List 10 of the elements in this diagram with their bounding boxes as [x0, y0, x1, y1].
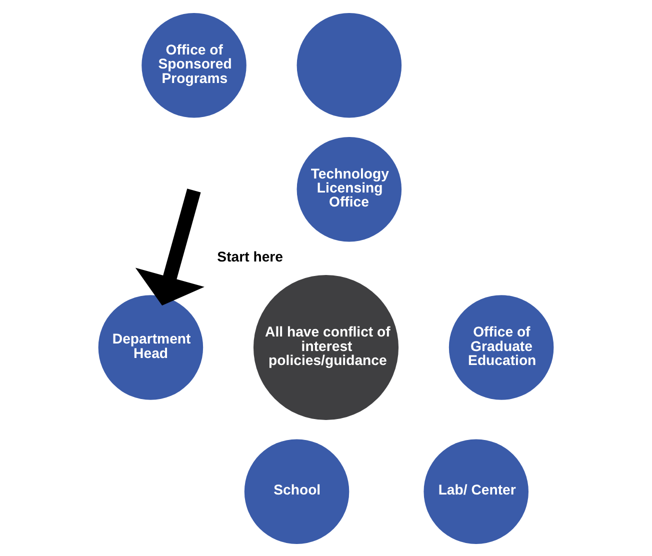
arrow	[135, 188, 204, 305]
node-circle: School	[244, 438, 350, 544]
edge-label: Start here	[217, 248, 283, 264]
node-circle: Office of Sponsored Programs	[142, 12, 246, 118]
node-circle: Office of Graduate Education	[448, 294, 554, 400]
node-circle: Department Head	[98, 294, 204, 400]
node-circle	[296, 12, 402, 118]
node-circle: Technology Licensing Office	[296, 136, 402, 242]
node-circle: Lab/ Center	[424, 438, 528, 544]
node-circle: All have conflict of interest policies/guidance	[253, 274, 399, 420]
